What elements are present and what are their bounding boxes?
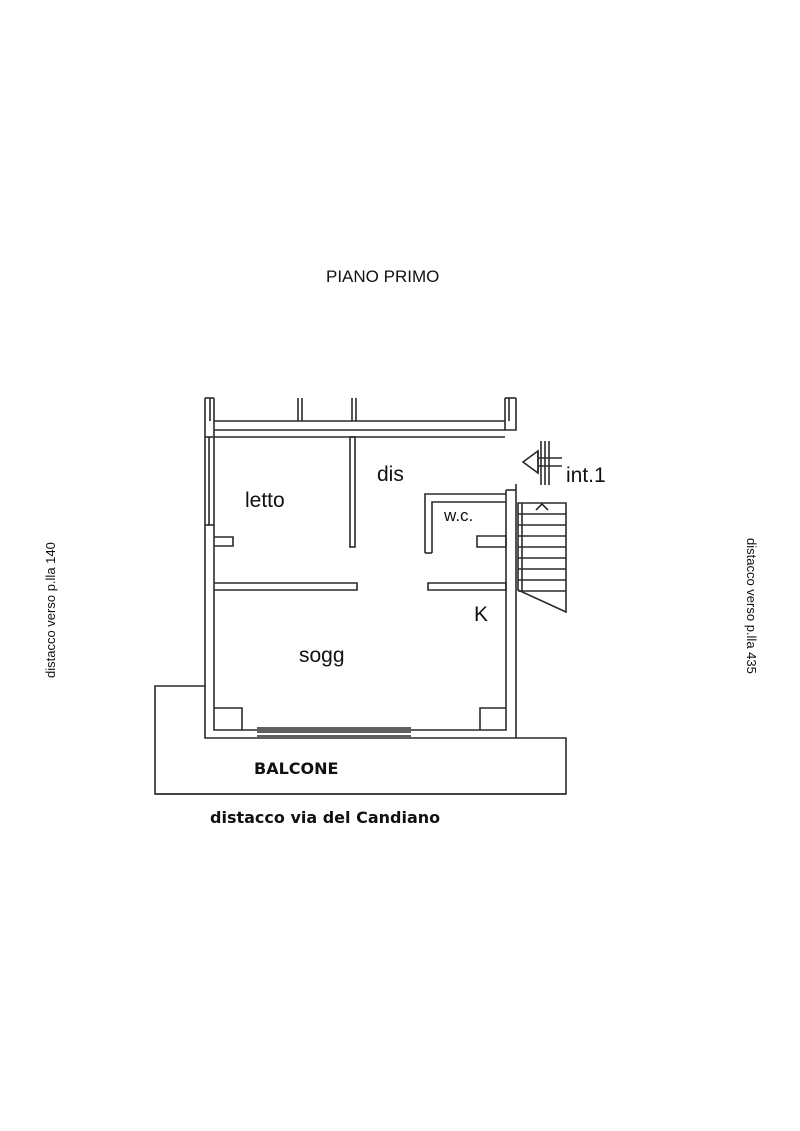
outer-walls (204, 397, 517, 739)
staircase (517, 502, 567, 614)
distance-label-right: distacco verso p.lla 435 (744, 538, 759, 674)
letto-door-jamb (214, 536, 234, 547)
room-label-kitchen: K (474, 603, 489, 626)
staircase-outline (517, 502, 567, 614)
entrance-arrow-icon (521, 441, 562, 485)
entrance-label: int.1 (566, 464, 606, 487)
room-label-wc: w.c. (444, 506, 474, 525)
wc-walls (424, 493, 507, 554)
bottom-window (214, 707, 506, 737)
room-label-sogg: sogg (299, 644, 345, 667)
left-window (205, 436, 214, 526)
room-label-dis: dis (377, 463, 404, 486)
room-label-balcone: BALCONE (254, 759, 339, 778)
distance-label-bottom: distacco via del Candiano (210, 808, 441, 827)
partition-letto-dis (349, 436, 356, 548)
stair-direction-arrow-icon (535, 502, 549, 511)
room-label-letto: letto (245, 489, 285, 512)
top-wall (209, 398, 510, 438)
balcony (154, 685, 567, 795)
middle-partition (214, 582, 507, 591)
plan-title: PIANO PRIMO (326, 267, 440, 286)
distance-label-left: distacco verso p.lla 140 (43, 542, 58, 678)
